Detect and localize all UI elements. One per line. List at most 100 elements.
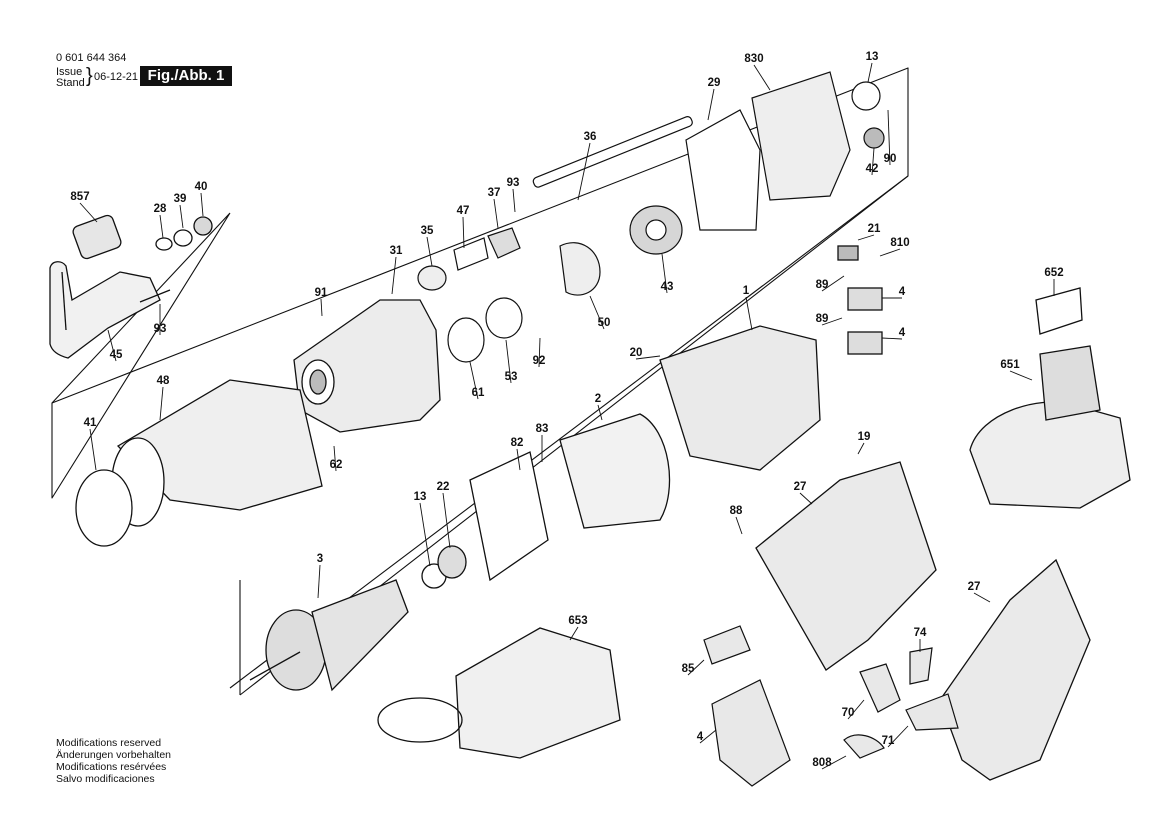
callout-label-27a: 27	[794, 481, 807, 493]
callout-653: 653	[568, 615, 588, 641]
callout-89b: 89	[816, 313, 843, 326]
callout-label-70: 70	[842, 707, 855, 719]
callout-22: 22	[437, 481, 451, 549]
callout-label-89b: 89	[816, 313, 829, 325]
callout-label-93b: 93	[507, 177, 520, 189]
figure-label: Fig./Abb. 1	[140, 66, 232, 86]
callout-90: 90	[884, 109, 897, 166]
callout-label-53: 53	[505, 371, 518, 383]
callout-leader-31	[391, 256, 397, 295]
callout-4a: 4	[882, 286, 906, 299]
callout-label-39: 39	[174, 193, 187, 205]
callout-43: 43	[661, 253, 674, 294]
callout-label-22: 22	[437, 481, 450, 493]
callout-label-19: 19	[858, 431, 871, 443]
callout-leader-47	[462, 216, 465, 249]
callout-label-92: 92	[533, 355, 546, 367]
callout-93a: 93	[154, 304, 166, 335]
front-cover-48	[75, 379, 323, 547]
callout-leader-39	[179, 204, 184, 229]
callout-leader-35	[426, 236, 433, 267]
note-en: Modifications reserved	[56, 737, 162, 749]
gear-housing-31	[293, 299, 441, 433]
nose-guard-assembly	[49, 214, 213, 359]
callout-leader-89b	[821, 317, 843, 326]
callout-label-35: 35	[421, 225, 434, 237]
callout-47: 47	[457, 205, 470, 249]
callout-label-50: 50	[598, 317, 611, 329]
callout-leader-22	[442, 492, 451, 549]
callout-leader-92	[538, 337, 541, 368]
callout-label-1: 1	[743, 285, 750, 297]
callout-leader-653	[569, 626, 579, 641]
callout-label-31: 31	[390, 245, 403, 257]
notes-block: Modifications reserved Änderungen vorbeh…	[56, 737, 171, 785]
callout-label-4a: 4	[899, 286, 906, 298]
callout-70: 70	[842, 699, 865, 720]
callout-leader-50	[589, 295, 605, 330]
callout-leader-93b	[512, 188, 516, 213]
callout-label-857: 857	[70, 191, 89, 203]
callout-53: 53	[505, 339, 518, 384]
callout-leader-61	[469, 361, 479, 400]
callout-830: 830	[744, 53, 771, 91]
callout-leader-88	[735, 516, 743, 535]
callout-leader-89a	[821, 275, 845, 292]
callout-label-21: 21	[868, 223, 881, 235]
callout-label-90: 90	[884, 153, 897, 165]
callout-27b: 27	[968, 581, 991, 603]
callout-label-810: 810	[890, 237, 909, 249]
callout-label-41: 41	[84, 417, 97, 429]
callout-leader-27a	[799, 492, 813, 505]
callout-91: 91	[315, 287, 328, 317]
callout-88: 88	[730, 505, 743, 535]
callout-label-20: 20	[630, 347, 643, 359]
callout-leader-857	[79, 202, 98, 223]
callout-label-61: 61	[472, 387, 485, 399]
callout-4b: 4	[881, 327, 906, 340]
callout-82: 82	[511, 437, 524, 471]
callout-808: 808	[812, 755, 847, 770]
charger-653	[377, 627, 621, 759]
callout-leader-2	[597, 404, 603, 421]
callout-label-42: 42	[866, 163, 879, 175]
callout-leader-19	[857, 442, 865, 455]
callout-1: 1	[743, 285, 753, 331]
callout-35: 35	[421, 225, 434, 267]
callout-19: 19	[857, 431, 871, 455]
callout-label-13b: 13	[414, 491, 427, 503]
callout-label-40: 40	[195, 181, 208, 193]
callout-label-28: 28	[154, 203, 167, 215]
callout-93b: 93	[507, 177, 520, 213]
callout-leader-42	[871, 147, 875, 176]
callout-651: 651	[1000, 359, 1033, 381]
note-es: Salvo modificaciones	[56, 773, 155, 785]
callout-leader-71	[887, 725, 909, 748]
issue-brace: }	[86, 65, 93, 87]
callout-leader-62	[333, 445, 337, 472]
callout-label-83: 83	[536, 423, 549, 435]
callout-leader-40	[200, 192, 204, 217]
callout-45: 45	[107, 329, 123, 362]
callout-29: 29	[707, 77, 720, 121]
callout-leader-91	[320, 298, 323, 317]
callout-2: 2	[595, 393, 603, 421]
note-fr: Modifications resérvées	[56, 761, 167, 773]
issue-label: Issue	[56, 66, 83, 78]
callout-41: 41	[84, 417, 97, 471]
callout-leader-48	[159, 386, 164, 421]
callout-36: 36	[577, 131, 596, 201]
callout-label-652: 652	[1044, 267, 1063, 279]
callout-31: 31	[390, 245, 403, 295]
callout-62: 62	[330, 445, 342, 472]
callout-label-47: 47	[457, 205, 470, 217]
callout-leader-4b	[881, 337, 903, 340]
callout-label-43: 43	[661, 281, 674, 293]
handle-housing-27	[755, 461, 1091, 781]
callout-leader-20	[635, 355, 661, 360]
part-number: 0 601 644 364	[56, 52, 127, 64]
callout-label-82: 82	[511, 437, 524, 449]
callout-label-91: 91	[315, 287, 328, 299]
callout-leader-41	[89, 428, 97, 471]
